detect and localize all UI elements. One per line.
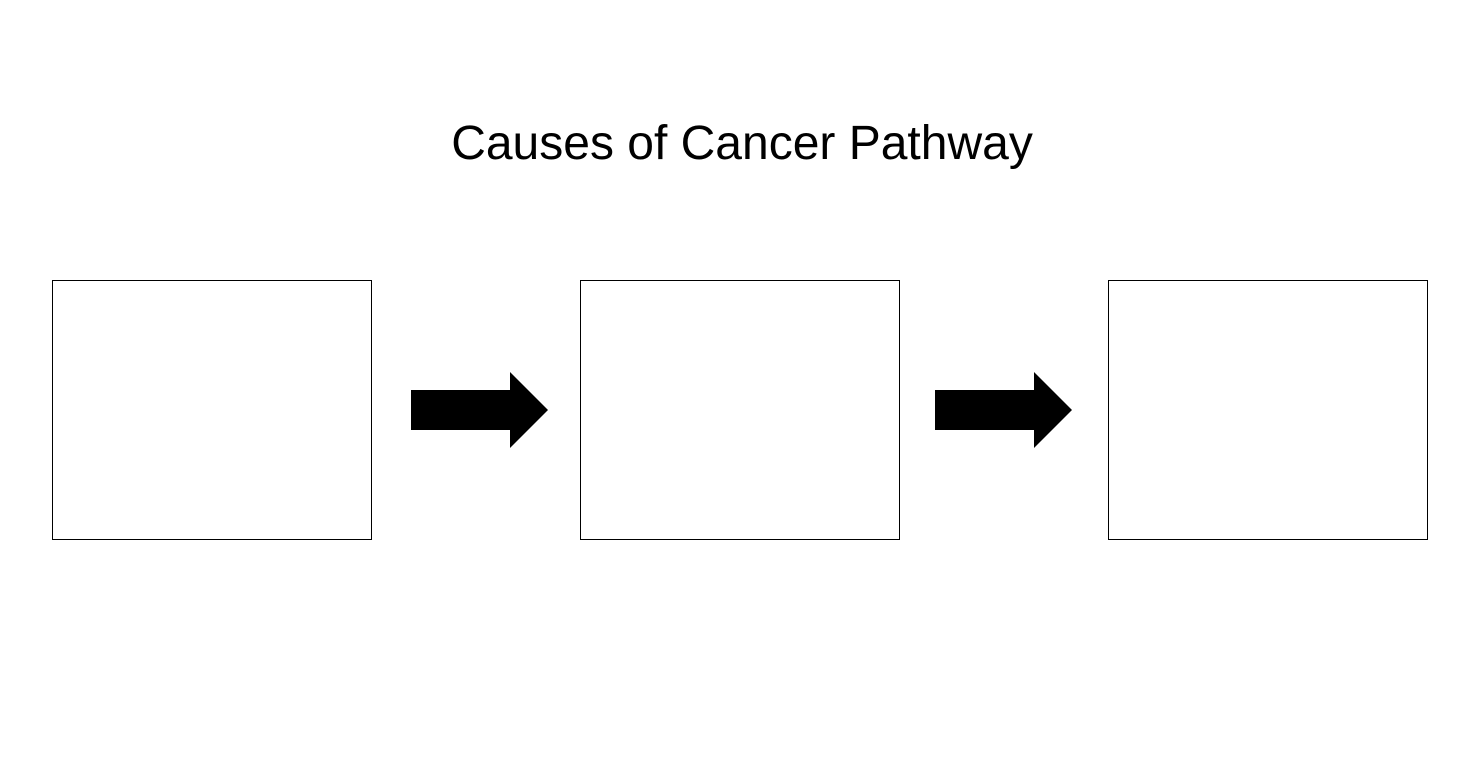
- right-arrow-icon: [411, 372, 548, 448]
- pathway-step-box-3[interactable]: [1108, 280, 1428, 540]
- diagram-title: Causes of Cancer Pathway: [451, 117, 1033, 170]
- pathway-step-box-2[interactable]: [580, 280, 900, 540]
- right-arrow-icon: [935, 372, 1072, 448]
- pathway-step-box-1[interactable]: [52, 280, 372, 540]
